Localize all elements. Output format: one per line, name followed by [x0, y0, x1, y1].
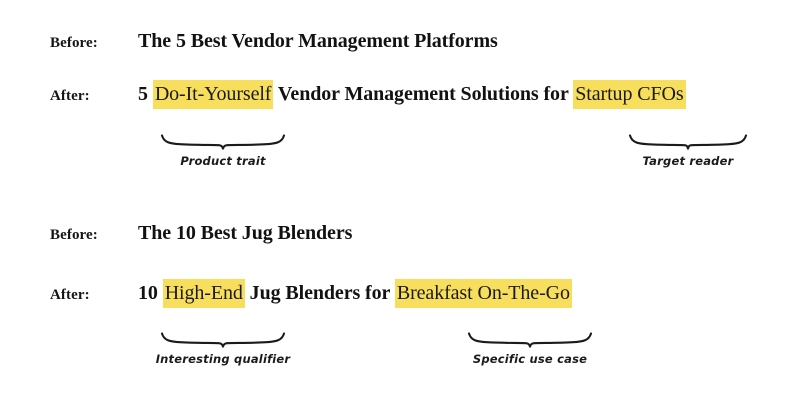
after-headline-text: 5 Do-It-Yourself Vendor Management Solut… [138, 80, 686, 109]
annotation-interesting-qualifier: Interesting qualifier [118, 332, 328, 366]
after-label: After: [50, 287, 90, 303]
example-2-before-row: Before: The 10 Best Jug Blenders [50, 222, 352, 245]
curly-brace-up-icon [588, 134, 788, 150]
annotation-caption: Product trait [180, 154, 266, 168]
curly-brace-up-icon [425, 332, 635, 348]
example-1-before-row: Before: The 5 Best Vendor Management Pla… [50, 30, 498, 53]
curly-brace-up-icon [118, 332, 328, 348]
highlighted-phrase-interesting-qualifier: High-End [162, 279, 245, 308]
annotation-caption: Interesting qualifier [155, 352, 291, 366]
annotation-target-reader: Target reader [588, 134, 788, 168]
headline-segment-plain: 10 [138, 282, 163, 304]
highlighted-phrase-specific-use-case: Breakfast On-The-Go [394, 279, 572, 308]
highlighted-phrase-target-reader: Startup CFOs [573, 80, 686, 109]
before-headline-text: The 10 Best Jug Blenders [138, 222, 353, 244]
curly-brace-up-icon [118, 134, 328, 150]
before-headline-text: The 5 Best Vendor Management Platforms [138, 30, 498, 52]
example-2-after-row: After: 10 High-End Jug Blenders for Brea… [50, 279, 572, 308]
headline-segment-plain: Vendor Management Solutions for [273, 83, 574, 105]
annotation-specific-use-case: Specific use case [425, 332, 635, 366]
annotation-caption: Target reader [642, 154, 734, 168]
highlighted-phrase-product-trait: Do-It-Yourself [152, 80, 274, 109]
after-headline-text: 10 High-End Jug Blenders for Breakfast O… [138, 279, 572, 308]
before-label: Before: [50, 227, 98, 243]
annotation-caption: Specific use case [472, 352, 588, 366]
before-label: Before: [50, 35, 98, 51]
example-1-after-row: After: 5 Do-It-Yourself Vendor Managemen… [50, 80, 686, 109]
after-label: After: [50, 88, 90, 104]
annotation-product-trait: Product trait [118, 134, 328, 168]
headline-segment-plain: Jug Blenders for [244, 282, 395, 304]
headline-segment-plain: 5 [138, 83, 153, 105]
